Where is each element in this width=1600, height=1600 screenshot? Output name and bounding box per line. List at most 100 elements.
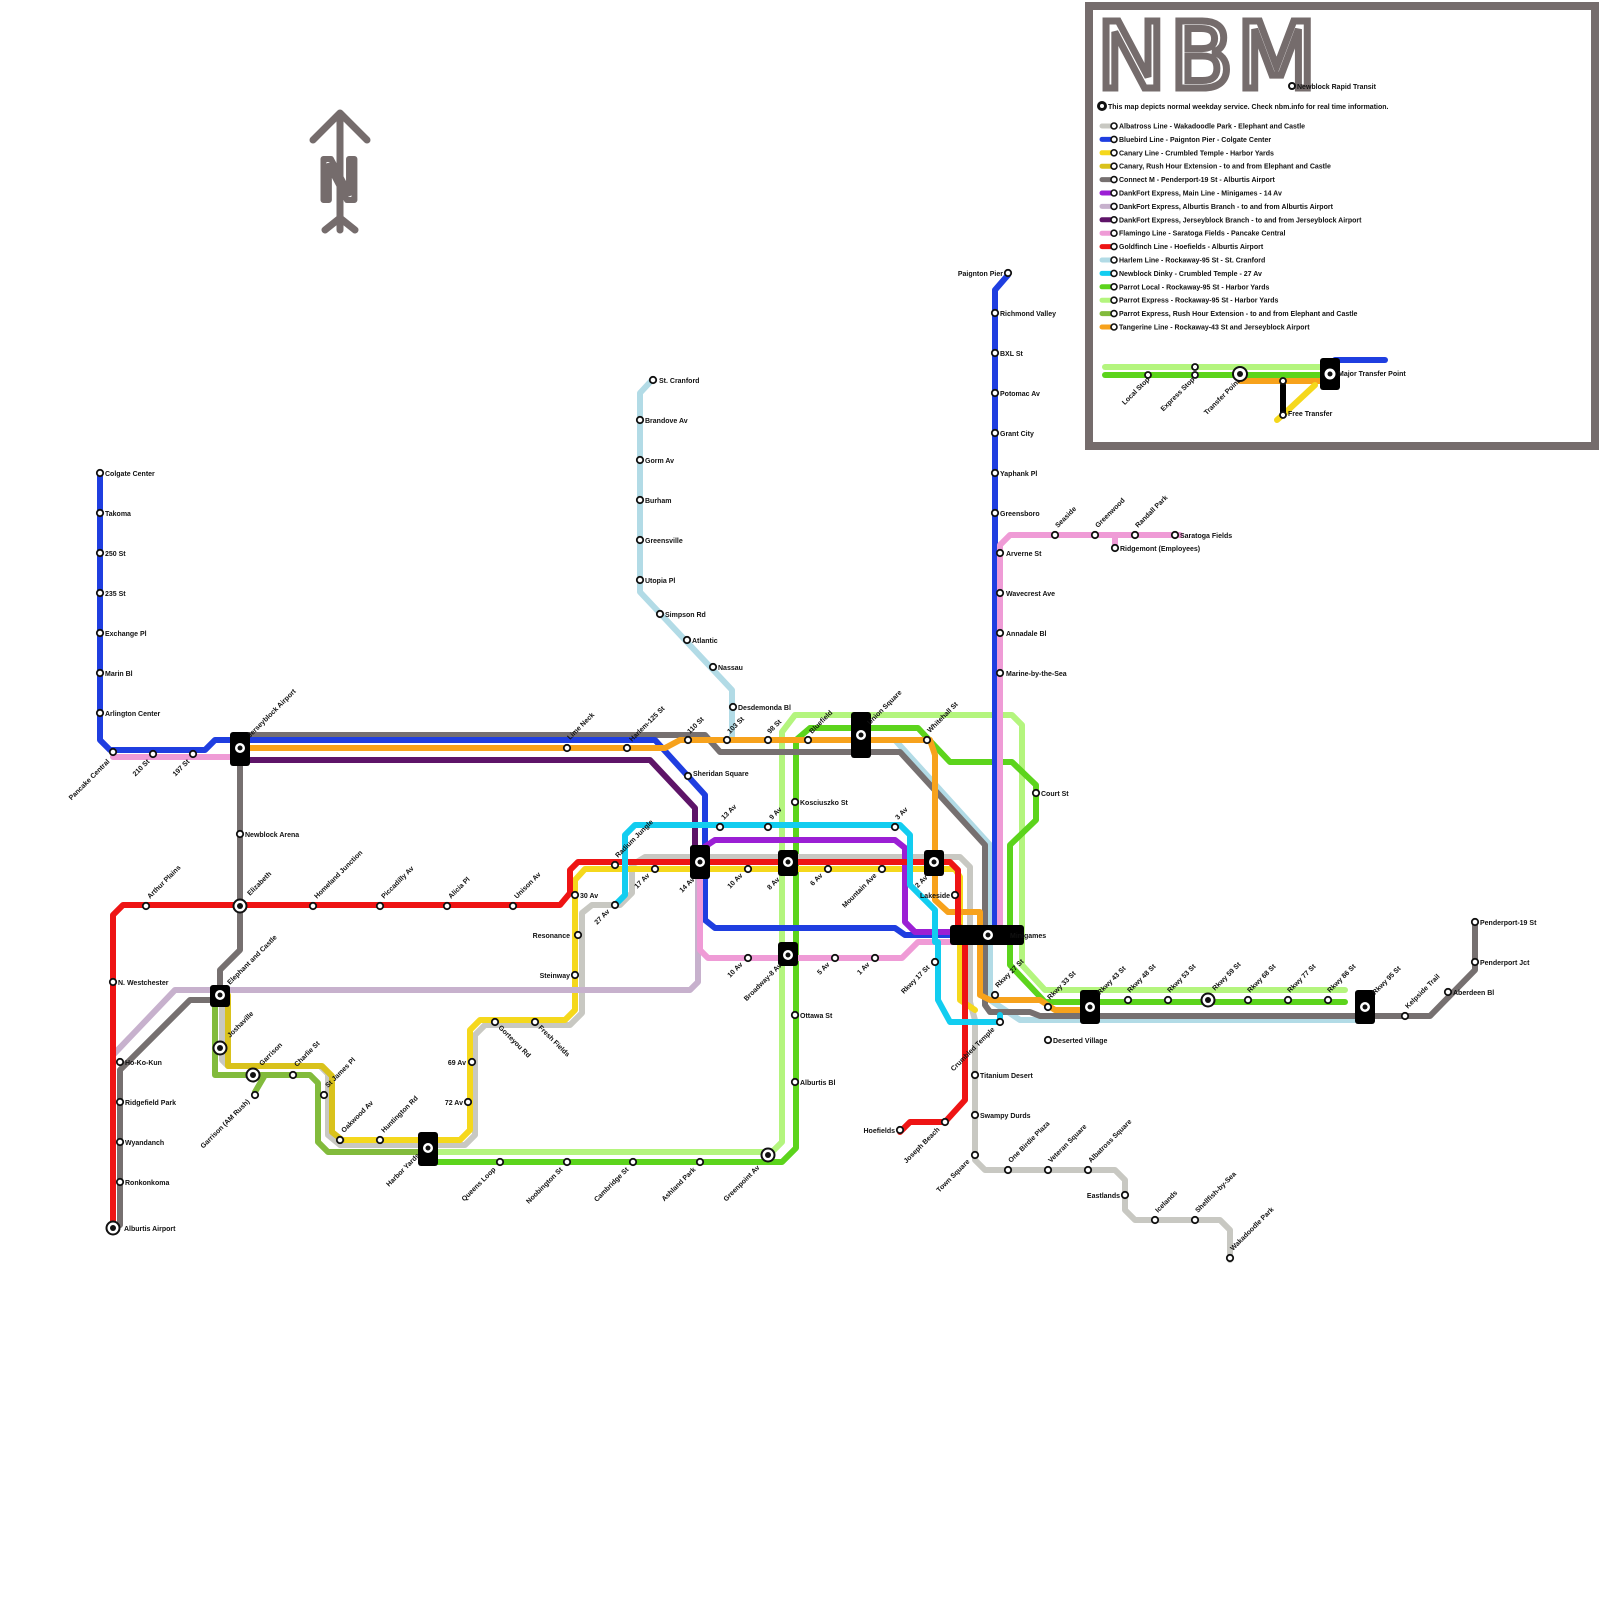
- station-sheridan-square[interactable]: Sheridan Square: [683, 771, 749, 781]
- station-resonance[interactable]: Resonance: [533, 930, 583, 940]
- station-atlantic[interactable]: Atlantic: [682, 635, 718, 645]
- station-garrison-am[interactable]: Garrison (AM Rush): [200, 1090, 260, 1150]
- station-aberdeen[interactable]: Aberdeen Bl: [1443, 987, 1494, 997]
- station-saratoga[interactable]: Saratoga Fields: [1170, 530, 1232, 540]
- station-grant-city[interactable]: Grant City: [990, 428, 1034, 438]
- station-eastlands[interactable]: Eastlands: [1087, 1190, 1130, 1200]
- station-ho-ko-kun[interactable]: Ho-Ko-Kun: [115, 1057, 162, 1067]
- station-utopia[interactable]: Utopia Pl: [635, 575, 676, 585]
- local-stop-icon: [1090, 530, 1100, 540]
- local-stop-icon: [1050, 530, 1060, 540]
- legend-stop-icon: [1110, 135, 1118, 144]
- station-takoma[interactable]: Takoma: [95, 508, 131, 518]
- station-one-birdie[interactable]: One Birdie Plaza: [1003, 1120, 1052, 1175]
- station-yaphank[interactable]: Yaphank Pl: [990, 468, 1038, 478]
- station-lakeside[interactable]: Lakeside: [920, 890, 960, 900]
- local-stop-icon: [490, 1017, 500, 1027]
- station-steinway[interactable]: Steinway: [540, 970, 580, 980]
- station-minigames[interactable]: Minigames: [983, 930, 1046, 940]
- station-rkwy86[interactable]: Rkwy 86 St: [1323, 963, 1358, 1005]
- station-homeland-junction[interactable]: Homeland Junction: [308, 850, 365, 911]
- station-shellfish[interactable]: Shellfish-by-Sea: [1190, 1171, 1238, 1225]
- station-noobington[interactable]: Noobington St: [525, 1157, 572, 1206]
- local-stop-icon: [635, 455, 645, 465]
- station-bxl[interactable]: BXL St: [990, 348, 1024, 358]
- station-label: St. Cranford: [659, 378, 699, 385]
- station-huntington[interactable]: Huntington Rd: [375, 1095, 420, 1145]
- station-label: 17 Av: [634, 872, 652, 890]
- station-s250[interactable]: 250 St: [95, 548, 126, 558]
- station-alburtis-airport[interactable]: Alburtis Airport: [105, 1220, 177, 1236]
- station-arverne[interactable]: Arverne St: [995, 548, 1042, 558]
- station-ottawa[interactable]: Ottawa St: [790, 1010, 833, 1020]
- station-hoefields[interactable]: Hoefields: [863, 1125, 905, 1135]
- station-label: Ridgefield Park: [125, 1100, 176, 1107]
- station-colgate-center[interactable]: Colgate Center: [95, 468, 155, 478]
- station-randall[interactable]: Randall Park: [1130, 494, 1170, 540]
- station-cambridge[interactable]: Cambridge St: [593, 1157, 638, 1204]
- station-greenpoint[interactable]: Greenpoint Av: [723, 1147, 776, 1204]
- station-label: Kelpside Trail: [1404, 973, 1441, 1010]
- station-potomac[interactable]: Potomac Av: [990, 388, 1040, 398]
- station-burham[interactable]: Burham: [635, 495, 672, 505]
- station-kosciuszko[interactable]: Kosciuszko St: [790, 797, 849, 807]
- station-titanium-desert[interactable]: Titanium Desert: [970, 1070, 1034, 1080]
- station-albatross-square[interactable]: Albatross Square: [1083, 1118, 1134, 1175]
- station-penderport-19[interactable]: Penderport-19 St: [1470, 917, 1537, 927]
- station-queens-loop[interactable]: Queens Loop: [461, 1157, 505, 1203]
- station-nassau[interactable]: Nassau: [708, 662, 743, 672]
- station-alburtis-bl[interactable]: Alburtis Bl: [790, 1077, 836, 1087]
- station-ridgemont[interactable]: Ridgemont (Employees): [1110, 543, 1200, 553]
- station-wavecrest[interactable]: Wavecrest Ave: [995, 588, 1055, 598]
- station-s72[interactable]: 72 Av: [445, 1097, 473, 1107]
- station-label: Rkwy 17 St: [900, 964, 932, 996]
- station-label: Shellfish-by-Sea: [1194, 1171, 1238, 1215]
- station-richmond[interactable]: Richmond Valley: [990, 308, 1056, 318]
- station-newblock-arena[interactable]: Newblock Arena: [235, 829, 300, 839]
- station-ridgefield-park[interactable]: Ridgefield Park: [115, 1097, 176, 1107]
- station-marine[interactable]: Marine-by-the-Sea: [995, 668, 1067, 678]
- station-s69[interactable]: 69 Av: [448, 1057, 477, 1067]
- station-arlington-center[interactable]: Arlington Center: [95, 708, 161, 718]
- station-rkwy48[interactable]: Rkwy 48 St: [1123, 963, 1158, 1005]
- station-greensville[interactable]: Greensville: [635, 535, 683, 545]
- station-pancake-central[interactable]: Pancake Central: [68, 747, 118, 802]
- station-ronkonkoma[interactable]: Ronkonkoma: [115, 1177, 170, 1187]
- station-rkwy53[interactable]: Rkwy 53 St: [1163, 963, 1198, 1005]
- local-stop-icon: [95, 548, 105, 558]
- local-stop-icon: [728, 702, 738, 712]
- station-penderport-jct[interactable]: Penderport Jct: [1470, 957, 1530, 967]
- station-n-westchester[interactable]: N. Westchester: [108, 977, 169, 987]
- station-rkwy77[interactable]: Rkwy 77 St: [1283, 963, 1318, 1005]
- station-deserted-village[interactable]: Deserted Village: [1043, 1035, 1108, 1045]
- station-rkwy17[interactable]: Rkwy 17 St: [900, 957, 940, 996]
- local-stop-icon: [188, 749, 198, 759]
- station-brandove[interactable]: Brandove Av: [635, 415, 688, 425]
- station-st-cranford[interactable]: St. Cranford: [648, 375, 700, 385]
- station-whitehall[interactable]: Whitehall St: [922, 701, 960, 745]
- station-paignton-pier[interactable]: Paignton Pier: [958, 268, 1013, 278]
- station-greensboro[interactable]: Greensboro: [990, 508, 1040, 518]
- station-marin-bl[interactable]: Marin Bl: [95, 668, 133, 678]
- station-court-st[interactable]: Court St: [1031, 788, 1069, 798]
- station-wyandanch[interactable]: Wyandanch: [115, 1137, 164, 1147]
- station-town-square[interactable]: Town Square: [936, 1150, 980, 1194]
- station-s30[interactable]: 30 Av: [570, 890, 598, 900]
- station-rkwy95[interactable]: Rkwy 95 St: [1360, 965, 1403, 1012]
- station-desdemonda[interactable]: Desdemonda Bl: [728, 702, 791, 712]
- station-ashland[interactable]: Ashland Park: [661, 1157, 705, 1203]
- major-stop-center: [785, 952, 791, 958]
- local-stop-icon: [682, 635, 692, 645]
- station-swampy-durds[interactable]: Swampy Durds: [970, 1110, 1031, 1120]
- station-simpson[interactable]: Simpson Rd: [655, 609, 706, 619]
- station-gorm[interactable]: Gorm Av: [635, 455, 674, 465]
- station-wakadoodle[interactable]: Wakadoodle Park: [1225, 1206, 1276, 1263]
- station-s235[interactable]: 235 St: [95, 588, 126, 598]
- station-mountain-ave[interactable]: Mountain Ave: [841, 864, 887, 910]
- station-rkwy68[interactable]: Rkwy 68 St: [1243, 963, 1278, 1005]
- station-exchange-pl[interactable]: Exchange Pl: [95, 628, 147, 638]
- station-veteran-square[interactable]: Veteran Square: [1043, 1123, 1089, 1175]
- legend-row: Parrot Local - Rockaway-95 St - Harbor Y…: [1099, 282, 1270, 291]
- station-annadale[interactable]: Annadale Bl: [995, 628, 1047, 638]
- key-diagram: [1102, 357, 1388, 423]
